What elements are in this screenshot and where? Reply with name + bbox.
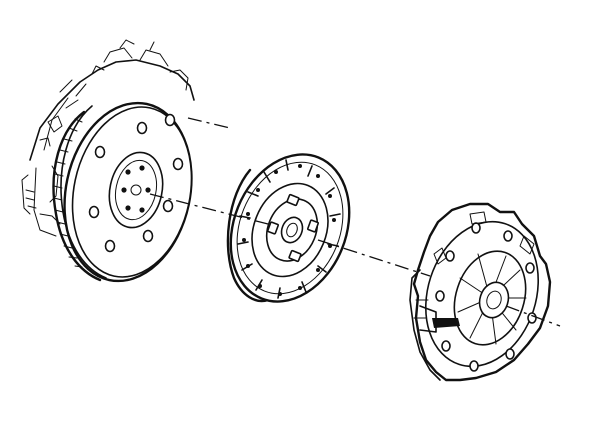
pressure-plate: [409, 202, 552, 382]
clutch-disc: [226, 153, 351, 303]
assembly-axis: [149, 117, 561, 327]
flywheel: [52, 101, 193, 283]
